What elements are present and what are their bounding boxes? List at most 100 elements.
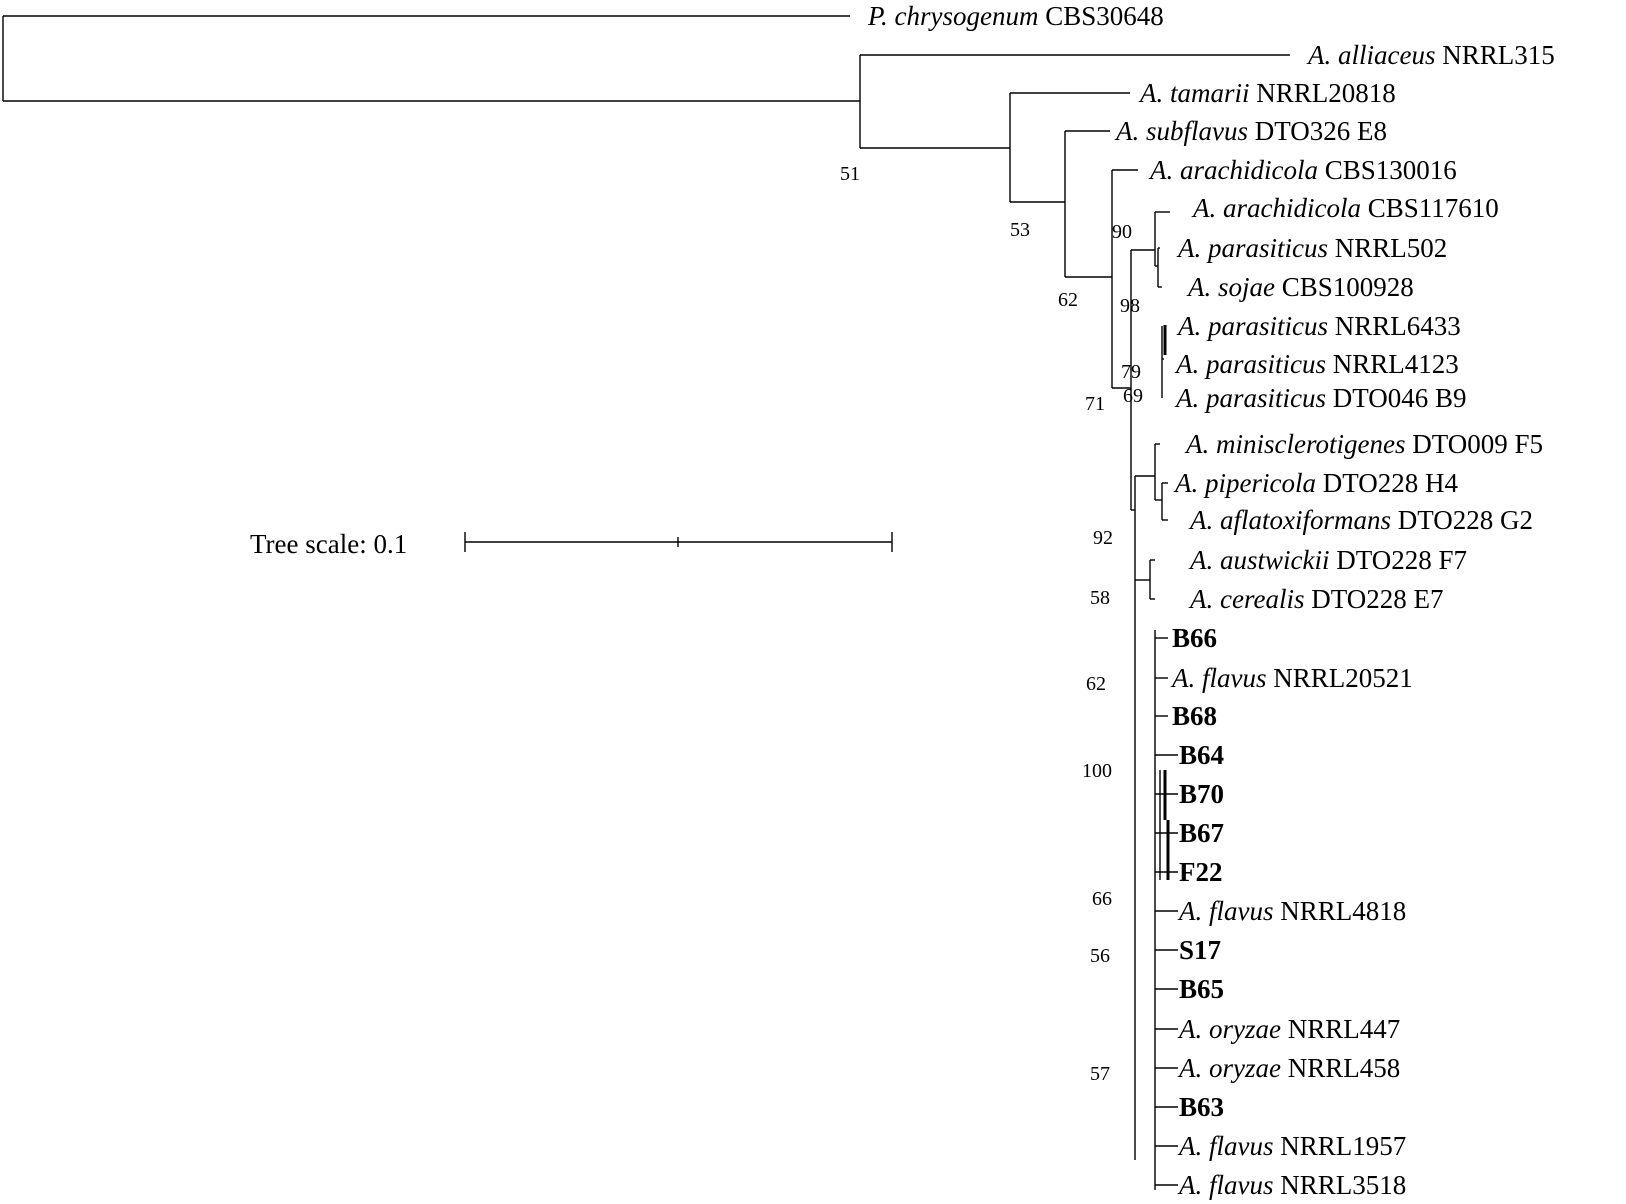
leaf-label: A. aflatoxiformans DTO228 G2 xyxy=(1188,505,1533,535)
leaf-genus: A. alliaceus xyxy=(1306,40,1442,70)
leaf-genus: P. chrysogenum xyxy=(867,1,1045,31)
leaf-genus: A. sojae xyxy=(1186,272,1282,302)
leaf-strain: DTO009 F5 xyxy=(1412,429,1543,459)
leaf-strain: NRRL6433 xyxy=(1335,311,1461,341)
leaf-strain: B65 xyxy=(1179,974,1224,1004)
leaf-strain: CBS100928 xyxy=(1282,272,1414,302)
leaf-genus: A. parasiticus xyxy=(1174,349,1333,379)
leaf-label: A. alliaceus NRRL315 xyxy=(1306,40,1555,70)
leaf-label: B66 xyxy=(1172,623,1217,653)
leaf-label: A. parasiticus NRRL502 xyxy=(1176,233,1447,263)
leaf-label: A. subflavus DTO326 E8 xyxy=(1114,116,1387,146)
leaf-strain: B70 xyxy=(1179,779,1224,809)
leaf-label: B65 xyxy=(1179,974,1224,1004)
bootstrap-value: 51 xyxy=(840,163,860,185)
leaf-label: A. tamarii NRRL20818 xyxy=(1138,78,1396,108)
bootstrap-value: 100 xyxy=(1082,760,1112,782)
leaf-label: A. cerealis DTO228 E7 xyxy=(1188,584,1443,614)
leaf-strain: B63 xyxy=(1179,1092,1224,1122)
bootstrap-value: 69 xyxy=(1123,385,1143,407)
leaf-label: A. oryzae NRRL447 xyxy=(1177,1014,1400,1044)
bootstrap-value: 66 xyxy=(1092,888,1112,910)
leaf-label: A. parasiticus DTO046 B9 xyxy=(1174,383,1467,413)
leaf-strain: B67 xyxy=(1179,818,1224,848)
leaf-label: A. austwickii DTO228 F7 xyxy=(1188,545,1467,575)
bootstrap-value: 92 xyxy=(1093,527,1113,549)
leaf-genus: A. minisclerotigenes xyxy=(1184,429,1412,459)
leaf-label: F22 xyxy=(1179,857,1223,887)
leaf-genus: A. flavus xyxy=(1177,896,1280,926)
bootstrap-value: 62 xyxy=(1086,673,1106,695)
leaf-strain: DTO228 G2 xyxy=(1398,505,1533,535)
leaf-strain: DTO228 E7 xyxy=(1311,584,1443,614)
leaf-genus: A. oryzae xyxy=(1177,1053,1288,1083)
leaf-label: A. parasiticus NRRL4123 xyxy=(1174,349,1459,379)
leaf-genus: A. tamarii xyxy=(1138,78,1256,108)
leaf-label: A. arachidicola CBS117610 xyxy=(1191,193,1499,223)
leaf-strain: NRRL20521 xyxy=(1273,663,1413,693)
leaf-label: B67 xyxy=(1179,818,1224,848)
leaf-strain: DTO228 F7 xyxy=(1336,545,1467,575)
leaf-genus: A. flavus xyxy=(1177,1170,1280,1200)
bootstrap-value: 98 xyxy=(1120,295,1140,317)
leaf-label: A. arachidicola CBS130016 xyxy=(1148,155,1457,185)
leaf-strain: NRRL458 xyxy=(1288,1053,1401,1083)
leaf-strain: NRRL4123 xyxy=(1333,349,1459,379)
leaf-label: S17 xyxy=(1179,935,1221,965)
leaf-genus: A. aflatoxiformans xyxy=(1188,505,1398,535)
leaf-label: A. minisclerotigenes DTO009 F5 xyxy=(1184,429,1543,459)
leaf-label: A. oryzae NRRL458 xyxy=(1177,1053,1400,1083)
leaf-strain: DTO326 E8 xyxy=(1255,116,1387,146)
leaf-label: A. parasiticus NRRL6433 xyxy=(1176,311,1461,341)
leaf-strain: B64 xyxy=(1179,740,1224,770)
bootstrap-value: 62 xyxy=(1058,289,1078,311)
leaf-label: A. flavus NRRL1957 xyxy=(1177,1131,1406,1161)
leaf-label: B63 xyxy=(1179,1092,1224,1122)
leaf-strain: CBS130016 xyxy=(1325,155,1457,185)
tree-scale-bar: Tree scale: 0.1 xyxy=(250,529,893,559)
bootstrap-value: 53 xyxy=(1010,219,1030,241)
leaf-label: A. sojae CBS100928 xyxy=(1186,272,1414,302)
leaf-strain: NRRL447 xyxy=(1288,1014,1401,1044)
leaf-strain: CBS117610 xyxy=(1368,193,1499,223)
leaf-genus: A. parasiticus xyxy=(1176,233,1335,263)
leaf-genus: A. arachidicola xyxy=(1148,155,1325,185)
leaf-genus: A. austwickii xyxy=(1188,545,1336,575)
bootstrap-value: 79 xyxy=(1121,361,1141,383)
leaf-label: A. flavus NRRL4818 xyxy=(1177,896,1406,926)
leaf-strain: DTO228 H4 xyxy=(1323,468,1459,498)
leaf-label: A. pipericola DTO228 H4 xyxy=(1173,468,1458,498)
leaf-genus: A. cerealis xyxy=(1188,584,1311,614)
bootstrap-value: 58 xyxy=(1090,587,1110,609)
leaf-label: B68 xyxy=(1172,701,1217,731)
leaf-genus: A. subflavus xyxy=(1114,116,1255,146)
bootstrap-value: 56 xyxy=(1090,945,1110,967)
leaf-genus: A. parasiticus xyxy=(1174,383,1333,413)
tree-scale-label: Tree scale: 0.1 xyxy=(250,529,407,559)
leaf-genus: A. oryzae xyxy=(1177,1014,1288,1044)
leaf-label: B70 xyxy=(1179,779,1224,809)
bootstrap-value: 71 xyxy=(1085,393,1105,415)
leaf-label: A. flavus NRRL3518 xyxy=(1177,1170,1406,1200)
leaf-strain: NRRL502 xyxy=(1335,233,1448,263)
tree-branches xyxy=(2,15,1290,1190)
leaf-strain: DTO046 B9 xyxy=(1333,383,1467,413)
leaf-strain: S17 xyxy=(1179,935,1221,965)
leaf-strain: NRRL3518 xyxy=(1280,1170,1406,1200)
leaf-strain: B68 xyxy=(1172,701,1217,731)
bootstrap-value: 57 xyxy=(1090,1063,1110,1085)
bootstrap-value: 90 xyxy=(1112,221,1132,243)
leaf-strain: NRRL4818 xyxy=(1280,896,1406,926)
leaf-strain: NRRL20818 xyxy=(1256,78,1396,108)
leaf-strain: NRRL315 xyxy=(1442,40,1555,70)
leaf-genus: A. pipericola xyxy=(1173,468,1323,498)
leaf-strain: F22 xyxy=(1179,857,1223,887)
leaf-label: P. chrysogenum CBS30648 xyxy=(867,1,1164,31)
leaf-label: B64 xyxy=(1179,740,1224,770)
leaf-strain: NRRL1957 xyxy=(1280,1131,1406,1161)
leaf-label: A. flavus NRRL20521 xyxy=(1170,663,1413,693)
leaf-genus: A. flavus xyxy=(1177,1131,1280,1161)
leaf-labels: P. chrysogenum CBS30648 A. alliaceus NRRL… xyxy=(867,1,1555,1200)
